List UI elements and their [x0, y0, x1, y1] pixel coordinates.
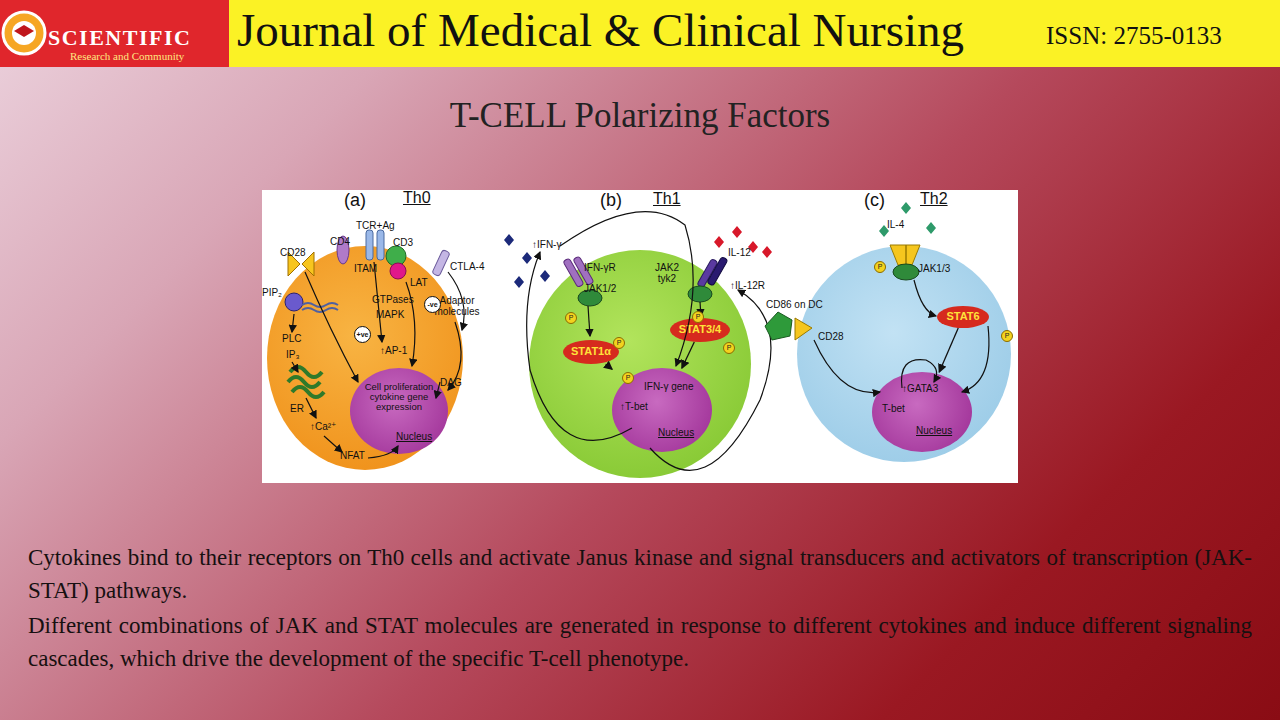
th1-cell: Th1STAT1αSTAT3/4IFN-γ gene↑T-betNucleus — [529, 250, 751, 478]
body-text: Different combinations of JAK and STAT m… — [28, 609, 1252, 675]
phosphate-mark: P — [723, 342, 735, 354]
phosphate-mark: P — [874, 261, 886, 273]
molecule-label: GTPases — [372, 295, 414, 306]
molecule-label: ER — [290, 404, 304, 415]
nucleus: Cell proliferation cytokine gene express… — [350, 368, 448, 454]
molecule-label: CD28 — [818, 332, 844, 343]
cytokine-label: ↑IFN-γ — [532, 240, 561, 251]
molecule-label: CD4 — [330, 237, 350, 248]
molecule-label: MAPK — [376, 310, 404, 321]
node-text: STAT1α — [563, 346, 619, 358]
node-text: STAT6 — [937, 311, 989, 323]
molecule-label: PLC — [282, 334, 301, 345]
molecule-label: DAG — [440, 378, 462, 389]
stat-ellipse: STAT6 — [937, 306, 989, 328]
panel-letter: (a) — [344, 191, 366, 210]
molecule-label: NFAT — [340, 451, 365, 462]
node-text: STAT3/4 — [670, 324, 730, 336]
node-text: Nucleus — [916, 426, 952, 437]
th2-cell: Th2STAT6↑GATA3T-betNucleus — [797, 246, 1011, 462]
phosphate-mark: P — [692, 311, 704, 323]
molecule-label: CTLA-4 — [450, 262, 484, 273]
molecule-label: LAT — [410, 278, 428, 289]
node-text: ↑T-bet — [620, 402, 648, 413]
panel-letter: (c) — [864, 191, 885, 210]
phosphate-mark: P — [565, 312, 577, 324]
nucleus: ↑GATA3T-betNucleus — [872, 372, 972, 452]
molecule-label: ↑Ca²⁺ — [310, 422, 336, 433]
body-text: Cytokines bind to their receptors on Th0… — [28, 541, 1252, 607]
receptor-label: ↑IL-12R — [730, 281, 765, 292]
kinase-label: JAK1/3 — [918, 264, 950, 275]
phosphate-mark: P — [613, 337, 625, 349]
node-text: Nucleus — [658, 428, 694, 439]
node-text: Nucleus — [396, 432, 432, 443]
kinase-label: JAK2 tyk2 — [652, 263, 682, 284]
node-text: ↑GATA3 — [902, 384, 938, 395]
kinase-label: JAK1/2 — [584, 284, 616, 295]
molecule-label: ITAM — [354, 264, 377, 275]
molecule-label: TCR+Ag — [356, 221, 395, 232]
cytokine-label: IL-4 — [887, 220, 904, 231]
node-text: Th1 — [653, 191, 681, 208]
receptor-label: IFN-γR — [584, 263, 616, 274]
stat-ellipse: STAT1α — [563, 340, 619, 364]
molecule-label: ↑AP-1 — [380, 346, 407, 357]
slide-title: T-CELL Polarizing Factors — [0, 96, 1280, 136]
logo-text: SCIENTIFIC — [48, 26, 191, 49]
molecule-label: CD3 — [393, 238, 413, 249]
logo-subtext: Research and Community — [70, 51, 184, 63]
phosphate-mark: P — [1001, 330, 1013, 342]
sign-circle: -ve — [424, 296, 441, 313]
panel-letter: (b) — [600, 191, 622, 210]
molecule-label: PIP₂ — [262, 288, 282, 299]
sign-circle: +ve — [354, 326, 371, 343]
molecule-label: CD28 — [280, 248, 306, 259]
node-text: IFN-γ gene — [644, 382, 693, 393]
molecule-label: IP₃ — [286, 350, 300, 361]
phosphate-mark: P — [622, 372, 634, 384]
issn-number: ISSN: 2755-0133 — [1046, 23, 1222, 49]
node-text: Cell proliferation cytokine gene express… — [358, 382, 440, 412]
journal-name: Journal of Medical & Clinical Nursing — [237, 6, 964, 55]
molecule-label: CD86 on DC — [766, 300, 823, 311]
cytokine-label: IL-12 — [728, 248, 751, 259]
node-text: T-bet — [882, 404, 905, 415]
node-text: Th0 — [403, 190, 431, 207]
node-text: Th2 — [920, 191, 948, 208]
